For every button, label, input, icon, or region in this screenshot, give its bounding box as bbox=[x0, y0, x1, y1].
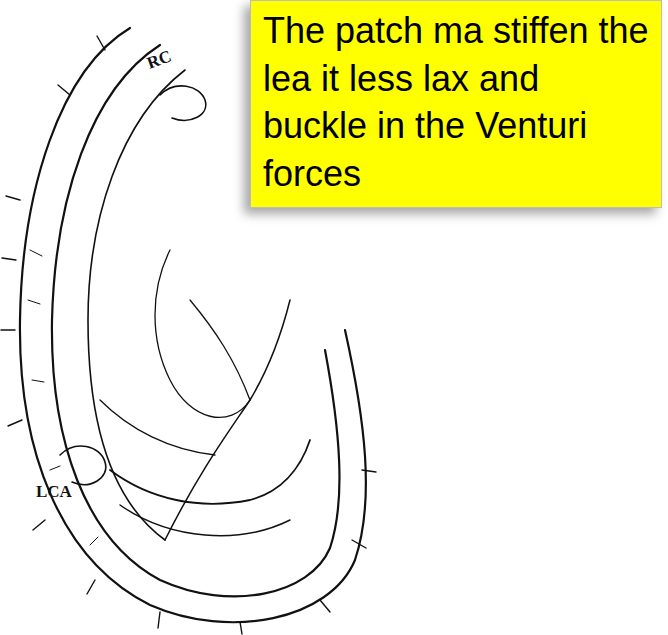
callout-box: The patch ma stiffen the lea it less lax… bbox=[250, 0, 662, 208]
callout-text: The patch ma stiffen the lea it less lax… bbox=[263, 7, 651, 197]
vessel-label: RC bbox=[144, 46, 174, 73]
vessel-label: LCA bbox=[36, 482, 72, 502]
